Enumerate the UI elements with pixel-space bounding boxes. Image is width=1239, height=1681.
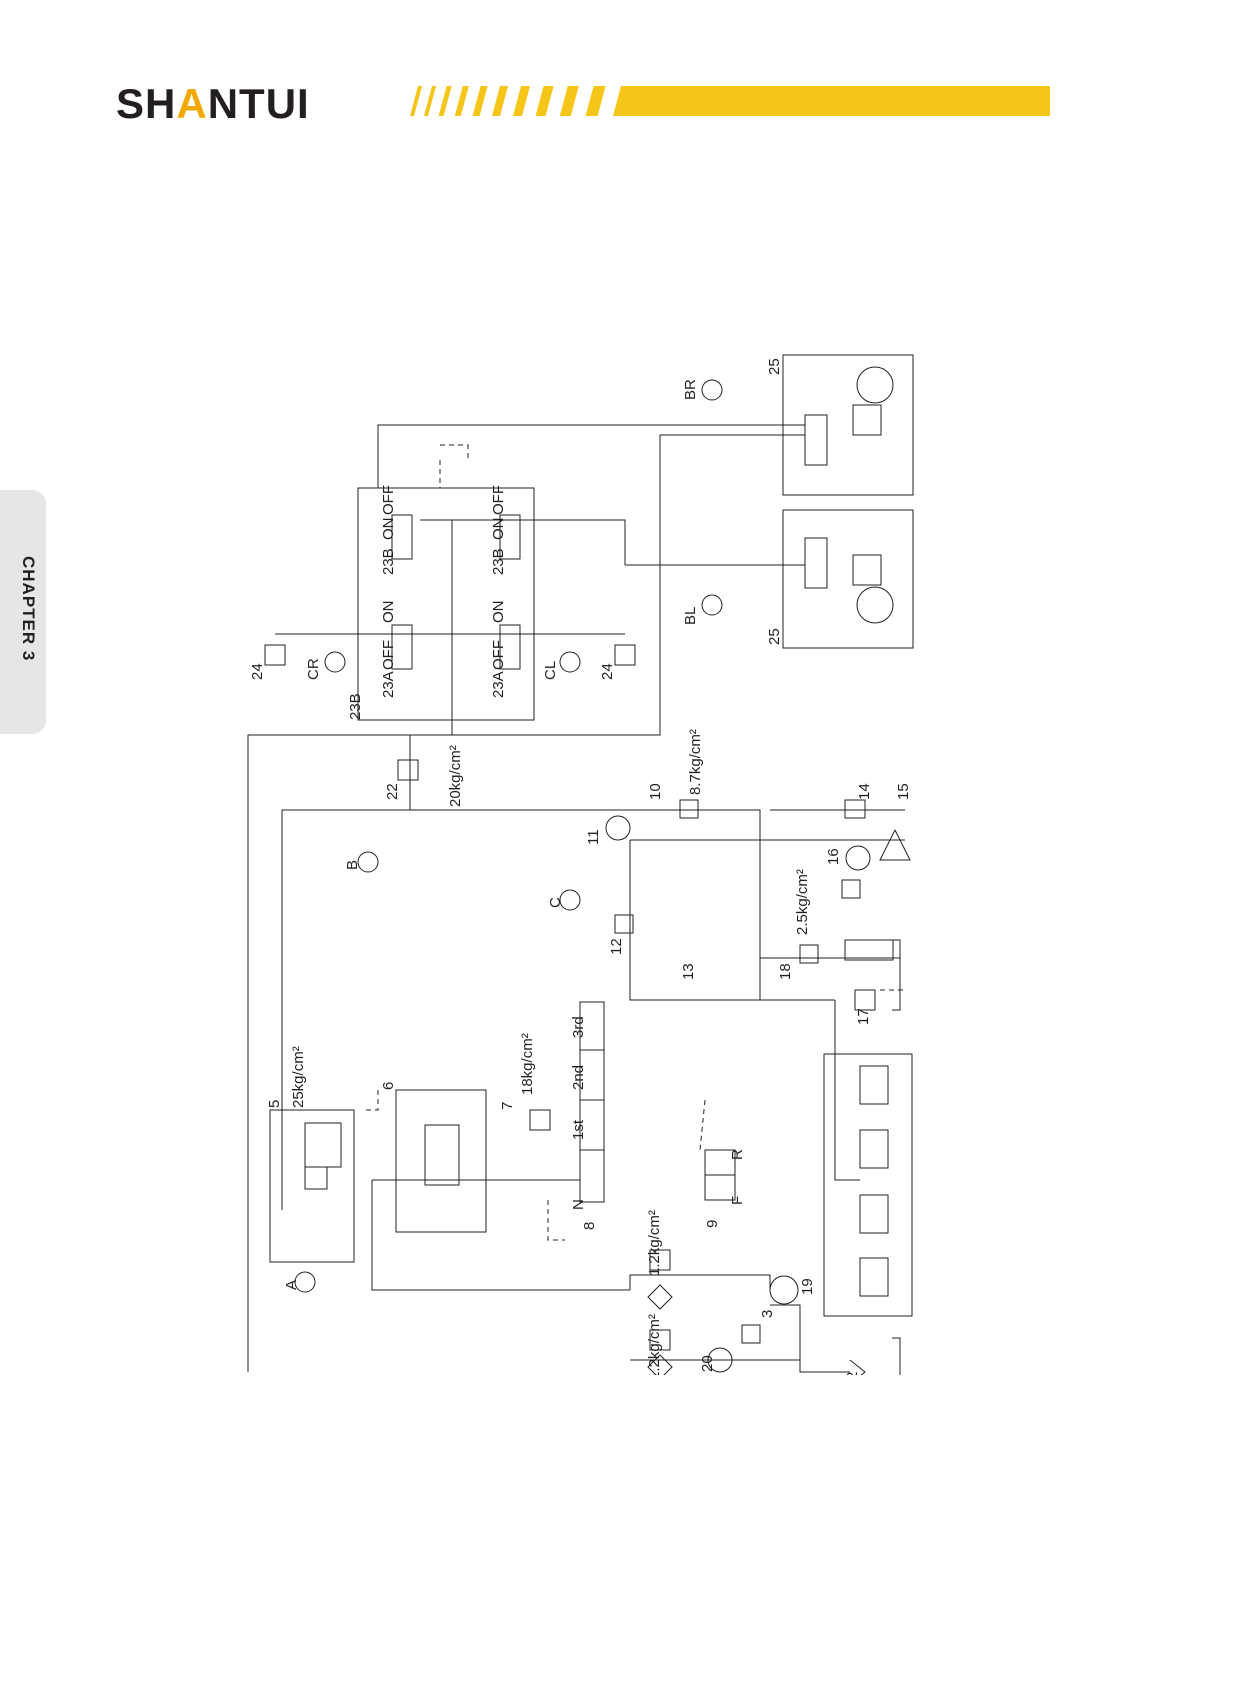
line-10-to-tank (690, 809, 835, 1001)
label-24-left: 24 (249, 663, 266, 680)
label-filter-pressure-b: 1.2kg/cm² (646, 1210, 663, 1276)
label-23B-left: 23B (380, 548, 397, 575)
label-22-pressure: 20kg/cm² (447, 745, 464, 807)
label-9: 9 (704, 1220, 721, 1228)
line-23-to-brake (420, 519, 626, 565)
label-gauge-BL: BL (682, 607, 699, 625)
label-5-pressure: 25kg/cm² (290, 1046, 307, 1108)
pump-20 (707, 1347, 733, 1373)
line-pump-supply (629, 1274, 771, 1290)
label-gauge-C: C (547, 897, 564, 908)
label-3: 3 (759, 1310, 776, 1318)
label-gauge-CR: CR (305, 658, 322, 680)
header-stripe (472, 86, 488, 116)
label-off-1: OFF (380, 485, 397, 515)
label-6: 6 (380, 1082, 397, 1090)
header-stripe (438, 86, 452, 116)
label-off-4: OFF (490, 640, 507, 670)
hydraulic-schematic: 2 3 5 25kg/cm² 6 7 18kg/cm² 8 9 10 8.7kg… (247, 354, 914, 1375)
header-stripe (424, 86, 436, 116)
torque-converter-11 (605, 815, 631, 841)
block-5-box (269, 1109, 355, 1263)
label-off-2: OFF (380, 640, 397, 670)
header-stripe (535, 86, 554, 116)
label-gear-1st: 1st (570, 1119, 587, 1140)
label-gauge-CL: CL (542, 661, 559, 680)
label-13: 13 (680, 963, 697, 980)
valve-8-body (579, 1001, 605, 1203)
label-gear-n: N (570, 1199, 587, 1210)
line-top-brake (377, 424, 805, 488)
header-stripe (559, 86, 579, 116)
label-on-2: ON (380, 601, 397, 624)
label-10-pressure: 8.7kg/cm² (687, 729, 704, 795)
chapter-tab[interactable] (0, 490, 46, 734)
header-stripe (585, 86, 606, 116)
label-12: 12 (608, 938, 625, 955)
label-20: 20 (699, 1355, 716, 1372)
header-stripes (410, 86, 1050, 116)
label-5: 5 (266, 1100, 283, 1108)
label-on-4: ON (490, 601, 507, 624)
label-gauge-B: B (344, 860, 361, 870)
label-23A-right: 23A (490, 671, 507, 698)
label-8: 8 (581, 1222, 598, 1230)
label-23A-left: 23A (380, 671, 397, 698)
label-23B-block: 23B (347, 693, 364, 720)
label-dir-f: F (729, 1196, 746, 1205)
label-18: 18 (777, 963, 794, 980)
label-gear-2nd: 2nd (570, 1065, 587, 1090)
label-dir-r: R (729, 1149, 746, 1160)
label-off-3: OFF (490, 485, 507, 515)
label-7-pressure: 18kg/cm² (519, 1033, 536, 1095)
label-on-1: ON (380, 518, 397, 541)
header-stripe (513, 86, 530, 116)
header-stripe (410, 86, 422, 116)
main-line-inner (281, 809, 756, 1210)
label-11: 11 (585, 829, 602, 845)
header-stripe (492, 86, 508, 116)
block-6-box (395, 1089, 487, 1233)
label-17: 17 (855, 1008, 872, 1025)
label-18-pressure: 2.5kg/cm² (794, 869, 811, 935)
line-to-6 (371, 1180, 630, 1291)
clutch-pack-box (823, 1053, 913, 1317)
chapter-label: CHAPTER 3 (19, 556, 38, 662)
label-gear-3rd: 3rd (570, 1016, 587, 1038)
label-10: 10 (647, 783, 664, 800)
line-12 (629, 840, 760, 1001)
page-header: SHANTUI (0, 0, 1239, 150)
label-19: 19 (799, 1278, 816, 1295)
label-25-bottom: 25 (766, 628, 783, 645)
label-gauge-A: A (283, 1280, 300, 1290)
label-16: 16 (825, 848, 842, 865)
header-stripe (454, 86, 469, 116)
label-2: 2 (844, 1372, 861, 1375)
label-filter-pressure-a: 1.2kg/cm² (646, 1314, 663, 1375)
block-23 (357, 487, 535, 721)
label-24-right: 24 (599, 663, 616, 680)
label-gauge-BR: BR (682, 379, 699, 400)
label-15: 15 (895, 783, 912, 800)
header-bar (613, 86, 1050, 116)
main-line-left (247, 435, 661, 1372)
label-25-top: 25 (766, 358, 783, 375)
pump-16 (845, 845, 871, 871)
shantui-logo: SHANTUI (116, 80, 310, 127)
line-pump-2 (770, 1304, 850, 1373)
line-clutch (834, 1000, 860, 1181)
pump-19 (769, 1275, 799, 1305)
label-22: 22 (384, 783, 401, 800)
label-23B-right: 23B (490, 548, 507, 575)
label-7: 7 (499, 1102, 516, 1110)
label-14: 14 (856, 783, 873, 800)
brake-box-left (782, 509, 914, 649)
label-on-3: ON (490, 518, 507, 541)
